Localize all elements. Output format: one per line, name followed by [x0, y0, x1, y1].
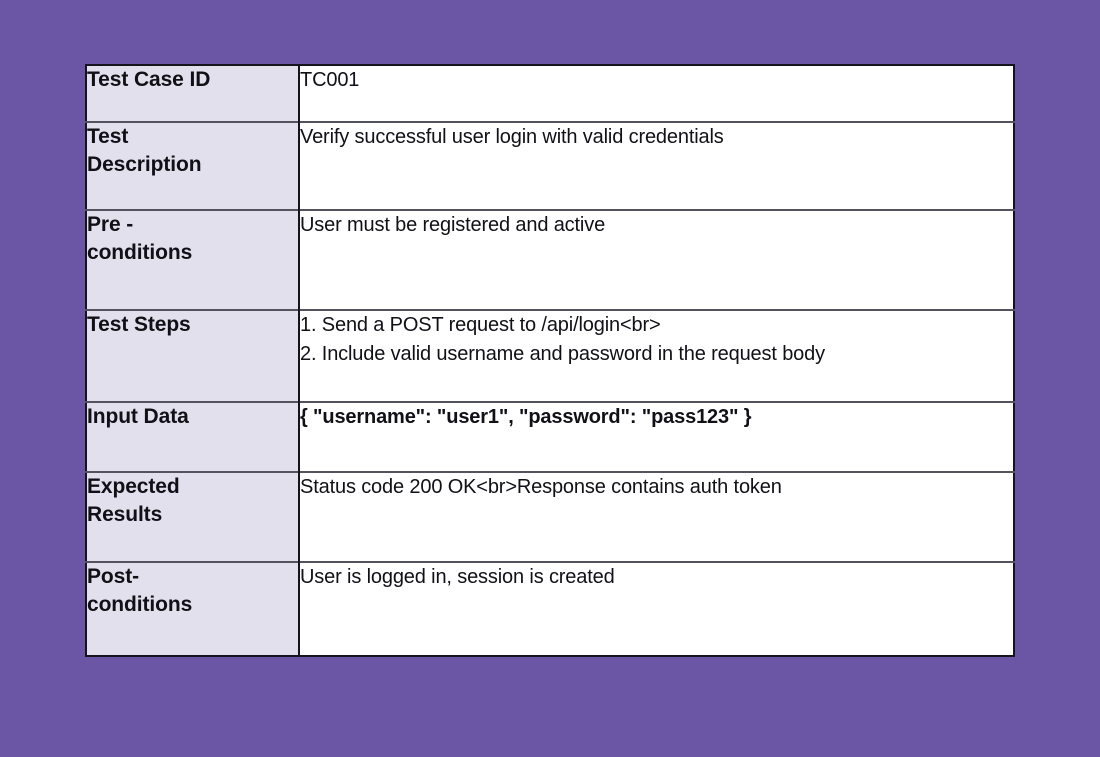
row-label-test-description: Test Description [86, 122, 300, 210]
table-row: Post- conditions User is logged in, sess… [86, 562, 1014, 656]
row-value-post-conditions: User is logged in, session is created [299, 562, 1014, 656]
row-value-test-description: Verify successful user login with valid … [299, 122, 1014, 210]
row-value-input-data: { "username": "user1", "password": "pass… [299, 402, 1014, 472]
table-row: Test Steps 1. Send a POST request to /ap… [86, 310, 1014, 402]
table-row: Expected Results Status code 200 OK<br>R… [86, 472, 1014, 562]
row-label-pre-conditions: Pre - conditions [86, 210, 300, 310]
table-row: Pre - conditions User must be registered… [86, 210, 1014, 310]
row-label-test-steps: Test Steps [86, 310, 300, 402]
row-label-input-data: Input Data [86, 402, 300, 472]
row-value-test-case-id: TC001 [299, 65, 1014, 122]
row-label-expected-results: Expected Results [86, 472, 300, 562]
table-row: Test Case ID TC001 [86, 65, 1014, 122]
row-value-expected-results: Status code 200 OK<br>Response contains … [299, 472, 1014, 562]
test-case-table-body: Test Case ID TC001 Test Description Veri… [86, 65, 1014, 656]
row-value-test-steps: 1. Send a POST request to /api/login<br>… [299, 310, 1014, 402]
row-value-pre-conditions: User must be registered and active [299, 210, 1014, 310]
test-case-table: Test Case ID TC001 Test Description Veri… [85, 64, 1015, 657]
row-label-test-case-id: Test Case ID [86, 65, 300, 122]
row-label-post-conditions: Post- conditions [86, 562, 300, 656]
table-row: Input Data { "username": "user1", "passw… [86, 402, 1014, 472]
table-row: Test Description Verify successful user … [86, 122, 1014, 210]
